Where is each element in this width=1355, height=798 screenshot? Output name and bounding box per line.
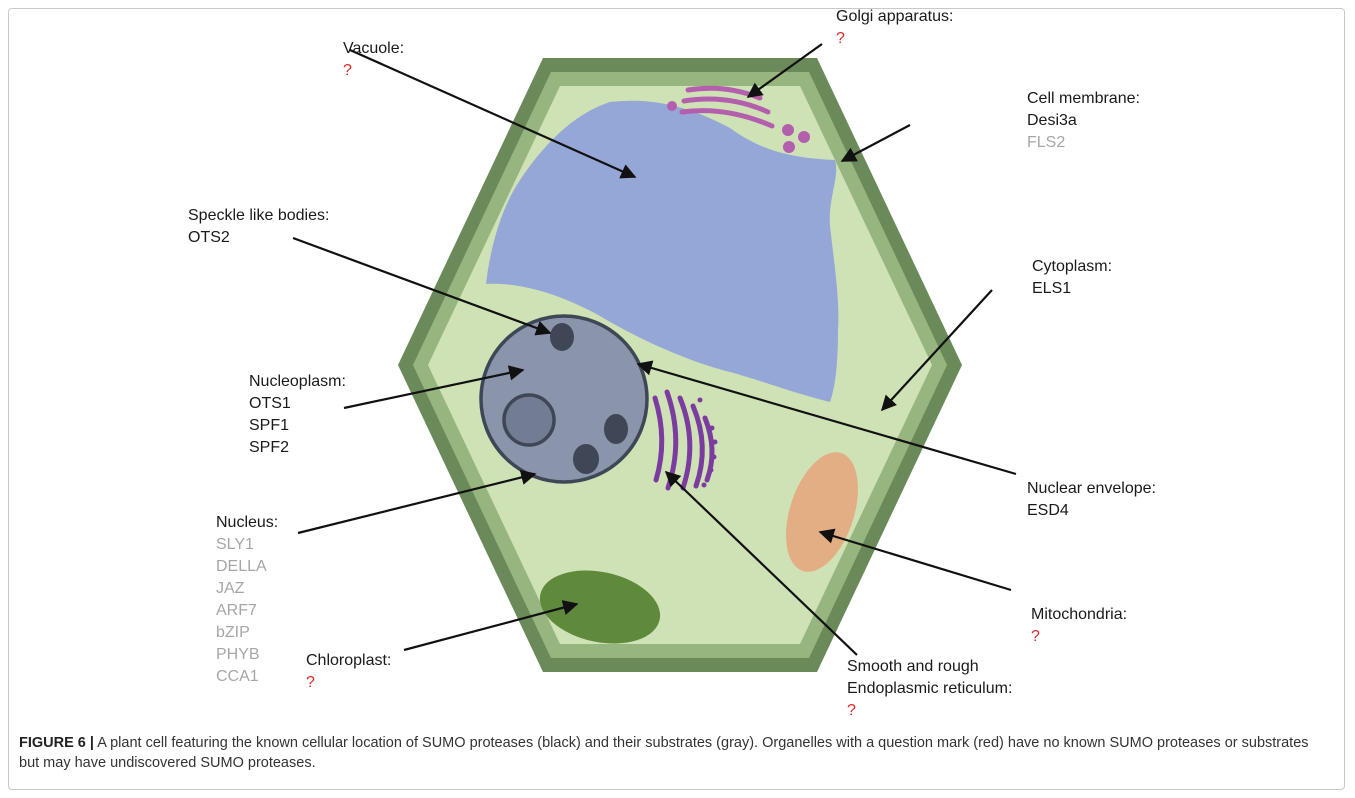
unknown-mark: ? [1031,626,1127,648]
label-title: Vacuole: [343,38,404,60]
label-title: Cytoplasm: [1032,256,1112,278]
label-title: Nucleoplasm: [249,371,346,393]
label-golgi: Golgi apparatus: ? [836,6,953,50]
substrate-name: FLS2 [1027,132,1140,154]
label-title: Endoplasmic reticulum: [847,678,1012,700]
unknown-mark: ? [836,28,953,50]
label-title: Golgi apparatus: [836,6,953,28]
label-nucleus: Nucleus: SLY1 DELLA JAZ ARF7 bZIP PHYB C… [216,512,278,688]
label-er: Smooth and rough Endoplasmic reticulum: … [847,656,1012,722]
substrate-name: PHYB [216,644,278,666]
figure-caption: FIGURE 6 | A plant cell featuring the kn… [19,733,1329,773]
substrate-name: CCA1 [216,666,278,688]
label-title: Chloroplast: [306,650,391,672]
protease-name: ELS1 [1032,278,1112,300]
protease-name: OTS1 [249,393,346,415]
substrate-name: ARF7 [216,600,278,622]
unknown-mark: ? [343,60,404,82]
protease-name: SPF1 [249,415,346,437]
label-title: Smooth and rough [847,656,1012,678]
label-vacuole: Vacuole: ? [343,38,404,82]
speckle-body [550,323,574,351]
label-title: Speckle like bodies: [188,205,329,227]
label-speckle: Speckle like bodies: OTS2 [188,205,329,249]
protease-name: SPF2 [249,437,346,459]
substrate-name: JAZ [216,578,278,600]
label-nuclear-envelope: Nuclear envelope: ESD4 [1027,478,1156,522]
unknown-mark: ? [306,672,391,694]
label-mitochondria: Mitochondria: ? [1031,604,1127,648]
label-nucleoplasm: Nucleoplasm: OTS1 SPF1 SPF2 [249,371,346,459]
protease-name: OTS2 [188,227,329,249]
speckle-body [604,414,628,444]
label-cell-membrane: Cell membrane: Desi3a FLS2 [1027,88,1140,154]
protease-name: ESD4 [1027,500,1156,522]
speckle-body [573,444,599,474]
figure-label: FIGURE 6 | [19,735,94,751]
unknown-mark: ? [847,700,1012,722]
label-title: Cell membrane: [1027,88,1140,110]
protease-name: Desi3a [1027,110,1140,132]
label-title: Mitochondria: [1031,604,1127,626]
label-cytoplasm: Cytoplasm: ELS1 [1032,256,1112,300]
substrate-name: SLY1 [216,534,278,556]
caption-text: A plant cell featuring the known cellula… [19,735,1309,771]
label-title: Nucleus: [216,512,278,534]
substrate-name: DELLA [216,556,278,578]
label-chloroplast: Chloroplast: ? [306,650,391,694]
label-title: Nuclear envelope: [1027,478,1156,500]
substrate-name: bZIP [216,622,278,644]
nucleolus [504,395,554,445]
